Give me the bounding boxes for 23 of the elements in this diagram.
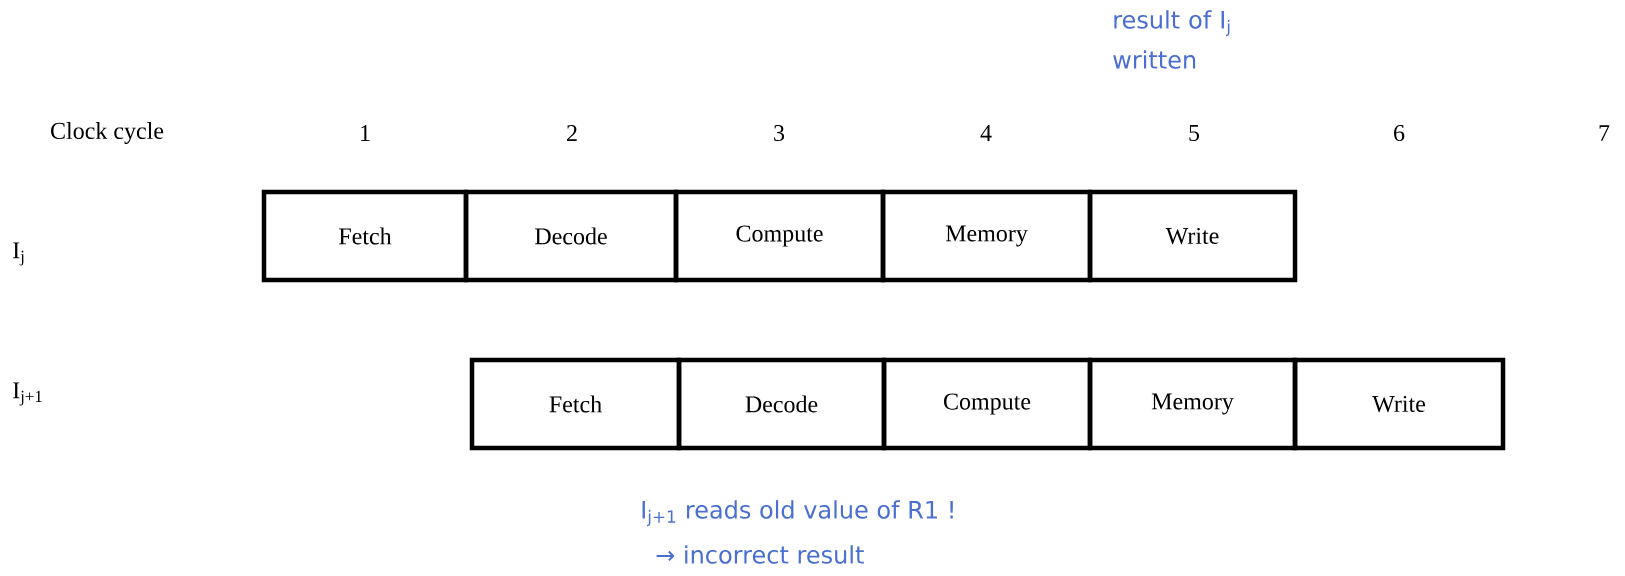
- axis-label: 7: [1599, 125, 1610, 141]
- stage-box: Write: [1292, 357, 1506, 451]
- axis-label: 5: [1189, 125, 1200, 141]
- stage-box: Memory: [880, 189, 1093, 283]
- axis-label: Clock cycle: [51, 122, 164, 144]
- stage-box: Write: [1087, 189, 1298, 283]
- stage-box: Fetch: [469, 357, 682, 451]
- annotation-text: I$_{j+1}$ reads old value of R1 !: [642, 500, 953, 527]
- axis-label: 6: [1394, 124, 1405, 142]
- annotation-text: → incorrect result: [656, 545, 864, 564]
- axis-label: 1: [361, 125, 370, 141]
- row-label: I$_{j+1}$: [13, 382, 42, 406]
- axis-label: 2: [567, 125, 577, 141]
- axis-label: 4: [980, 125, 992, 141]
- stage-box: Compute: [673, 189, 886, 283]
- stage-box: Decode: [676, 357, 887, 451]
- axis-label: 3: [774, 124, 785, 142]
- row-label: I$_{j}$: [13, 242, 24, 266]
- stage-box: Compute: [881, 357, 1093, 451]
- stage-box: Fetch: [261, 189, 469, 283]
- stage-box: Decode: [463, 189, 679, 283]
- annotation-text: result of I$_{j}$ written: [1113, 10, 1230, 69]
- stage-box: Memory: [1087, 357, 1298, 451]
